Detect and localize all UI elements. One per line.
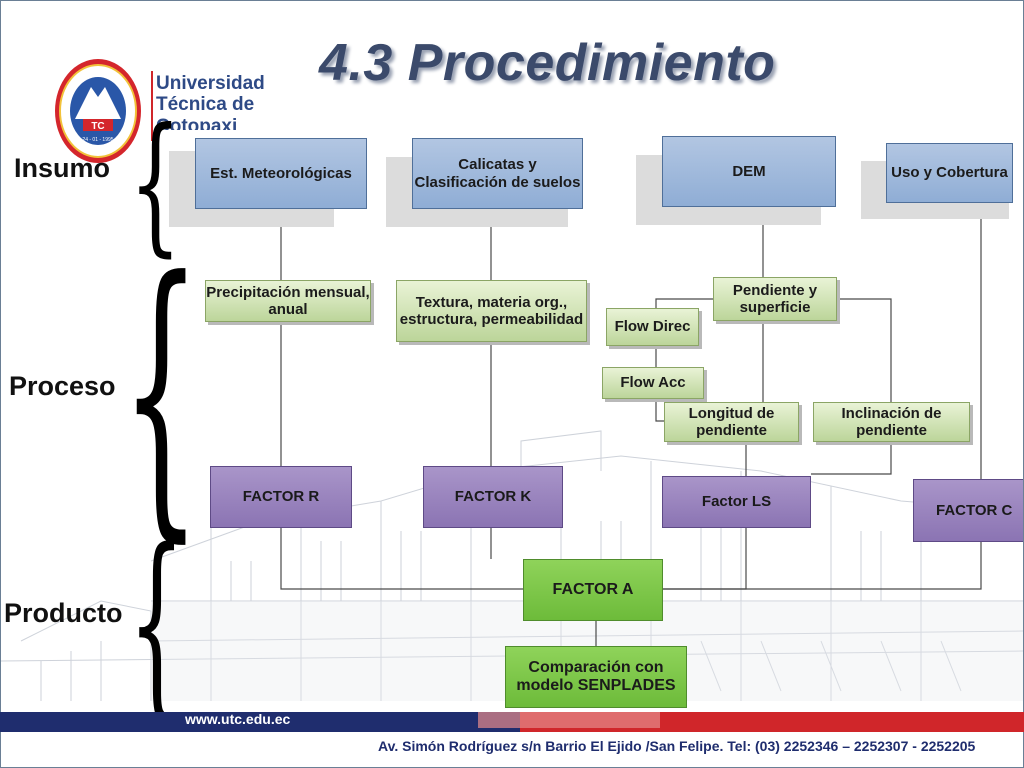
university-name-line3: Cotopaxi — [156, 115, 238, 130]
node-longitud-pendiente: Longitud de pendiente — [664, 402, 799, 442]
node-factor-r: FACTOR R — [210, 466, 352, 528]
page-title: 4.3 Procedimiento — [319, 34, 776, 92]
node-factor-a: FACTOR A — [523, 559, 663, 621]
svg-text:TC: TC — [91, 121, 104, 132]
node-uso-cobertura: Uso y Cobertura — [886, 143, 1013, 203]
node-inclinacion-pendiente: Inclinación de pendiente — [813, 402, 970, 442]
footer-url: www.utc.edu.ec — [185, 711, 291, 727]
connector-lines — [280, 203, 982, 646]
node-comparacion-senplades: Comparación con modelo SENPLADES — [505, 646, 687, 708]
university-name-line2: Técnica de — [156, 94, 255, 116]
node-textura: Textura, materia org., estructura, perme… — [396, 280, 587, 342]
svg-text:24 - 01 - 1995: 24 - 01 - 1995 — [82, 137, 113, 143]
node-flow-acc: Flow Acc — [602, 367, 704, 399]
section-label-proceso: Proceso — [9, 371, 116, 401]
node-calicatas: Calicatas y Clasificación de suelos — [412, 138, 583, 209]
node-precipitacion: Precipitación mensual, anual — [205, 280, 371, 322]
node-flow-direc: Flow Direc — [606, 308, 699, 346]
node-factor-c: FACTOR C — [913, 479, 1023, 542]
logo-divider — [151, 71, 153, 141]
footer-bar-blue — [0, 712, 520, 732]
footer-address: Av. Simón Rodríguez s/n Barrio El Ejido … — [378, 738, 976, 754]
university-name: Universidad Técnica de Cotopaxi — [156, 73, 265, 130]
university-name-line1: Universidad — [156, 73, 265, 94]
node-est-meteorologicas: Est. Meteorológicas — [195, 138, 367, 209]
section-label-producto: Producto — [4, 598, 123, 628]
node-factor-k: FACTOR K — [423, 466, 563, 528]
footer-highlight — [478, 712, 660, 728]
node-pendiente: Pendiente y superficie — [713, 277, 837, 321]
node-dem: DEM — [662, 136, 836, 207]
brace-producto: { — [128, 507, 186, 740]
section-label-insumo: Insumo — [14, 153, 111, 183]
university-seal-logo: TC 24 - 01 - 1995 — [55, 59, 141, 163]
brace-proceso: { — [121, 218, 202, 567]
node-factor-ls: Factor LS — [662, 476, 811, 528]
